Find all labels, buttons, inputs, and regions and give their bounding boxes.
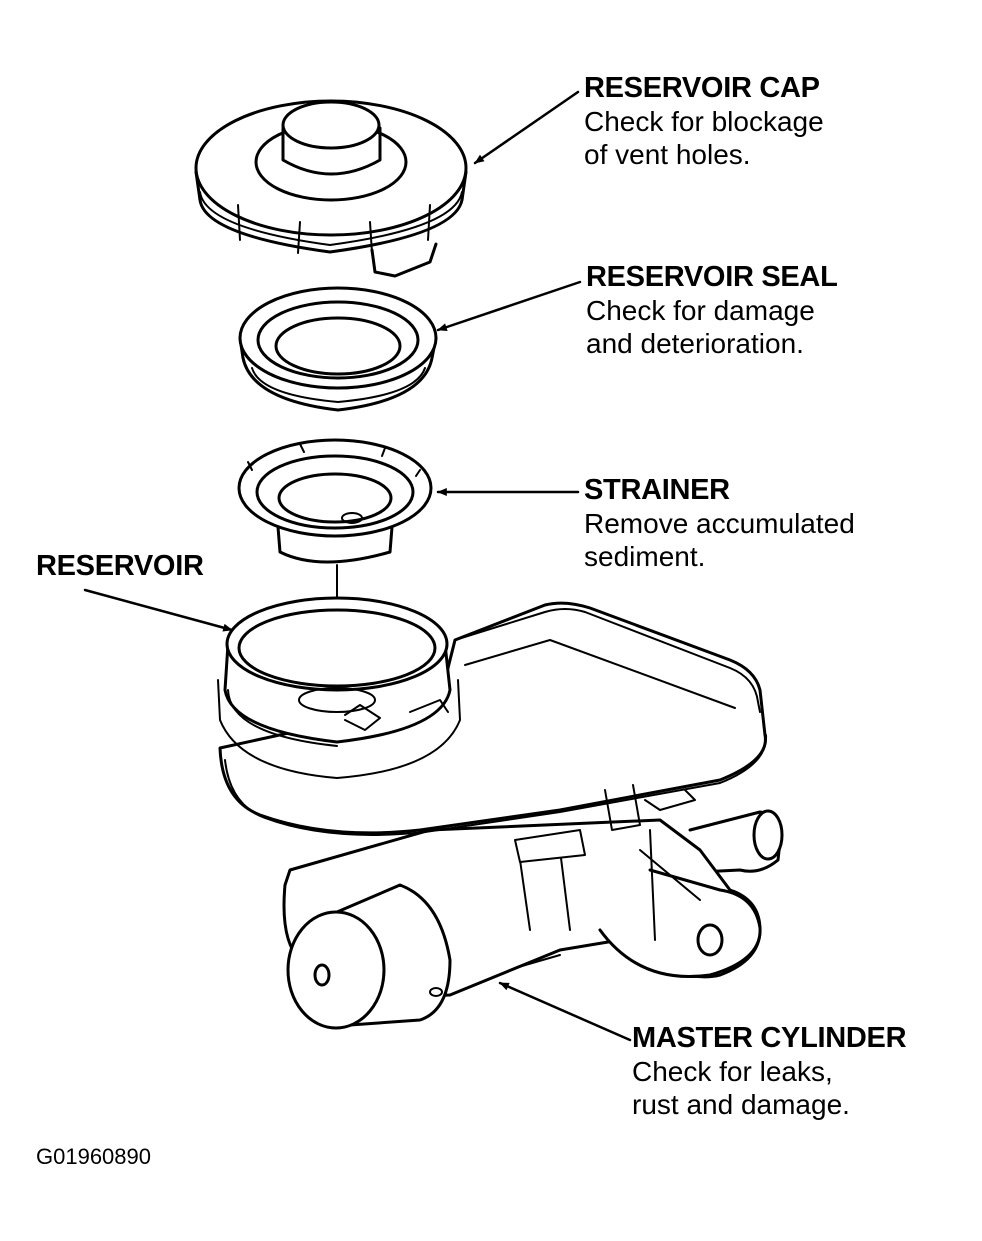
label-strainer: STRAINER Remove accumulated sediment. [584, 474, 855, 573]
arrow-reservoir [83, 588, 234, 632]
master-cylinder-part [217, 596, 784, 1030]
leader-arrows [83, 90, 632, 1042]
strainer-part [237, 438, 433, 564]
arrow-master-cylinder [498, 981, 632, 1042]
reservoir-seal-title: RESERVOIR SEAL [586, 261, 838, 293]
label-master-cylinder: MASTER CYLINDER Check for leaks, rust an… [632, 1022, 907, 1121]
label-reservoir-cap: RESERVOIR CAP Check for blockage of vent… [584, 72, 824, 171]
arrow-reservoir-seal [436, 280, 582, 332]
strainer-line-2: sediment. [584, 541, 706, 572]
arrow-reservoir-cap [473, 90, 580, 165]
master-cylinder-line-1: Check for leaks, [632, 1056, 833, 1087]
strainer-line-1: Remove accumulated [584, 508, 855, 539]
reservoir-cap-line-1: Check for blockage [584, 106, 824, 137]
reservoir-seal-line-2: and deterioration. [586, 328, 804, 359]
reservoir-cap-title: RESERVOIR CAP [584, 72, 820, 104]
label-reservoir: RESERVOIR [36, 550, 204, 583]
master-cylinder-line-2: rust and damage. [632, 1089, 850, 1120]
reservoir-cap-part [194, 99, 468, 278]
reservoir-title: RESERVOIR [36, 550, 204, 582]
strainer-title: STRAINER [584, 474, 730, 506]
master-cylinder-title: MASTER CYLINDER [632, 1022, 907, 1054]
reservoir-cap-line-2: of vent holes. [584, 139, 751, 170]
reservoir-seal-part [238, 286, 438, 412]
label-reservoir-seal: RESERVOIR SEAL Check for damage and dete… [586, 261, 838, 360]
reservoir-seal-line-1: Check for damage [586, 295, 815, 326]
figure-code: G01960890 [36, 1144, 151, 1169]
